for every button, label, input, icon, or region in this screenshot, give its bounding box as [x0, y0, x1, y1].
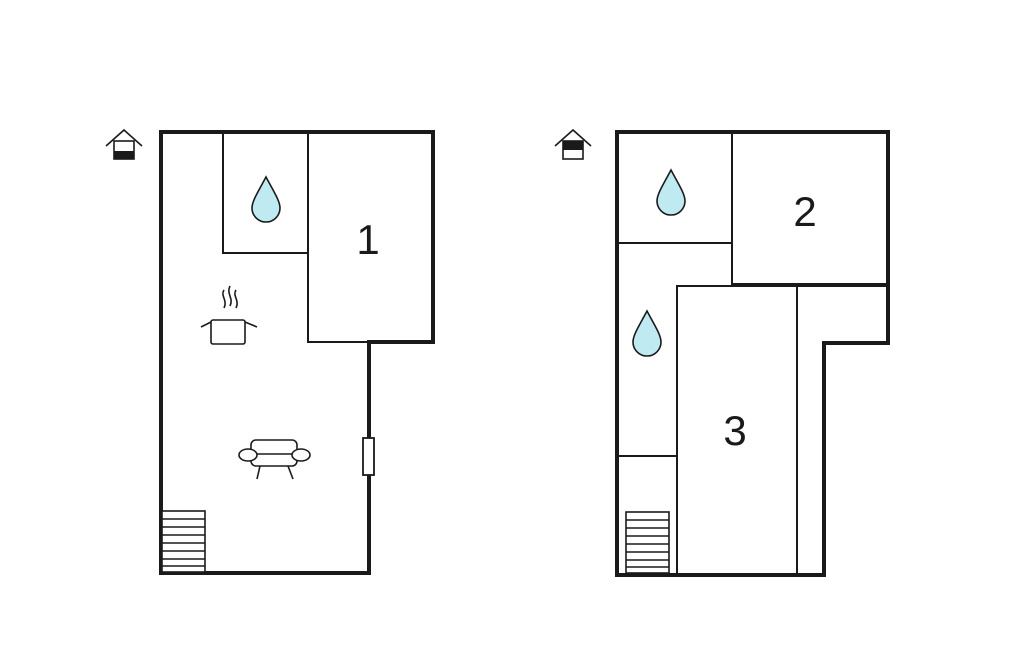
room-3-label: 3	[723, 407, 746, 454]
cooking-pot-icon	[200, 285, 258, 345]
room-1-label: 1	[356, 216, 379, 263]
stairs-icon	[161, 510, 206, 573]
level-indicator-icon	[554, 128, 592, 160]
room-3	[676, 285, 798, 575]
water-drop-icon	[251, 175, 281, 223]
room-2-label: 2	[793, 188, 816, 235]
stairs-icon	[625, 511, 670, 574]
water-drop-icon	[656, 168, 686, 216]
bathroom-left	[222, 132, 309, 254]
door-icon	[362, 437, 375, 476]
sofa-icon	[238, 439, 311, 480]
water-drop-icon	[632, 309, 662, 357]
floor-plan-left: 1	[105, 128, 435, 575]
outer-wall	[159, 130, 435, 575]
level-indicator-icon	[105, 128, 143, 160]
room-2	[731, 133, 887, 285]
outer-wall	[615, 130, 890, 577]
floor-plan-right: 2 3	[554, 128, 890, 577]
